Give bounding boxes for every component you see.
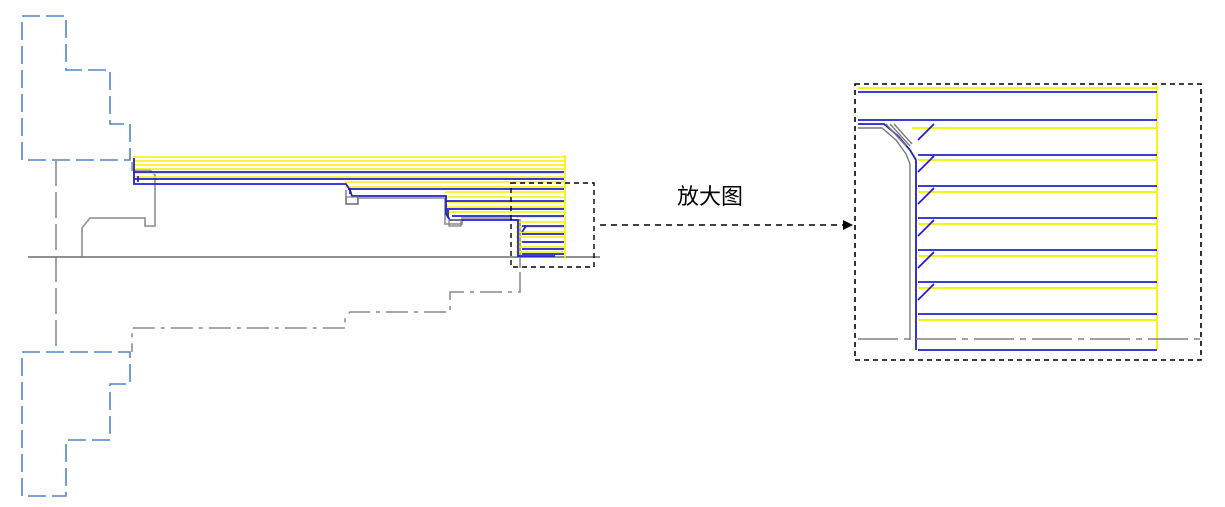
- enlarged-view: [854, 83, 1202, 361]
- lower-chuck-jaw: [21, 351, 131, 497]
- groove-marks: [345, 196, 462, 227]
- upper-chuck-jaw: [21, 15, 131, 161]
- zoom-selection-frame: [510, 182, 595, 268]
- main-view: [21, 15, 600, 497]
- enlarged-tool-passes: [858, 91, 1157, 351]
- tool-path: [133, 158, 564, 257]
- enlarged-part-profile: [858, 123, 913, 340]
- zoom-indicator: 放大图: [600, 185, 853, 230]
- enlarged-frame: [854, 83, 1202, 361]
- stock-passes: [133, 155, 566, 258]
- zoom-label: 放大图: [677, 185, 743, 210]
